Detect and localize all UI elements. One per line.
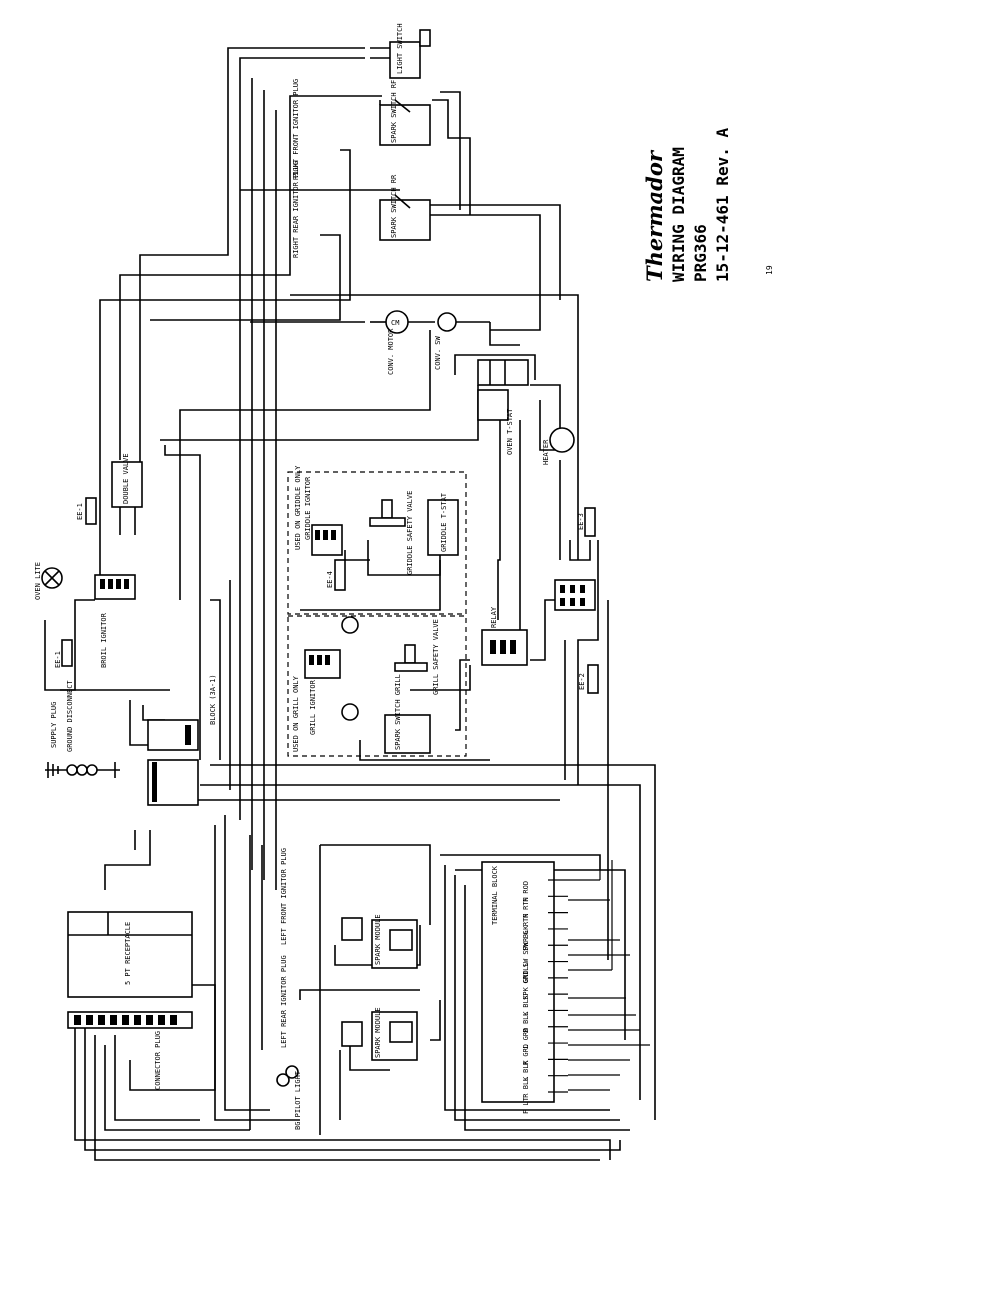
terminal-row-label: G RTN xyxy=(522,914,530,935)
light-switch: LIGHT SWITCH xyxy=(370,23,431,79)
light-switch-label: LIGHT SWITCH xyxy=(396,23,404,74)
terminal-row-label: L GRD xyxy=(522,1028,530,1049)
ee-4-label: EE-4 xyxy=(326,571,334,588)
spark-switch-rr: SPARK SWITCH RR xyxy=(379,174,431,241)
connector-label: CONNECTOR PLUG xyxy=(154,1031,162,1090)
terminal-strip-header: TERMINAL BLOCK xyxy=(491,865,499,925)
terminal-row-label: R BLK xyxy=(522,1076,530,1098)
spark-switch-rf: SPARK SWITCH RF xyxy=(379,80,431,146)
terminal-row-label: L BLK xyxy=(522,1060,530,1082)
spark-switch-rf-label: SPARK SWITCH RF xyxy=(390,80,398,143)
relay-label: RELAY xyxy=(490,606,498,628)
ee-1-element: EE-1 EE-1 xyxy=(54,497,97,668)
terminal-row-label: R GRD xyxy=(522,1044,530,1065)
oven-lite-label: OVEN LITE xyxy=(34,562,42,600)
oven-lite: OVEN LITE xyxy=(34,562,63,600)
heater: HEATER xyxy=(542,427,575,465)
terminal-row-label: L BLK xyxy=(522,994,530,1016)
ground-label: GROUND DISCONNECT xyxy=(66,680,74,752)
terminal-row-label: SPK GND xyxy=(522,970,530,1000)
grill-option: USED ON GRILL ONLY GRILL IGNITOR GRILL S… xyxy=(287,615,467,757)
terminal-row-label: SW SPKR xyxy=(522,937,530,967)
wire-runs xyxy=(44,47,656,1161)
terminal-row-label: F RTN xyxy=(522,897,530,918)
spark-switch-grill-label: SPARK SWITCH GRILL xyxy=(394,674,402,750)
spark-module-lower-label: SPARK MODULE xyxy=(374,1007,382,1058)
griddle-t-stat-label: GRIDDLE T-STAT xyxy=(440,492,448,552)
left-rear-ignitor-label: LEFT REAR IGNITOR PLUG xyxy=(280,955,288,1048)
ee-1-upper-label: EE-1 xyxy=(76,503,84,520)
double-valve: DOUBLE VALVE xyxy=(111,453,143,535)
brand-logo: Thermador xyxy=(642,149,667,282)
ee-3-element: EE-3 xyxy=(577,507,596,537)
page-number: 19 xyxy=(765,265,774,275)
grill-ignitor-label: GRILL IGNITOR xyxy=(309,679,317,735)
oven-t-stat-label: OVEN T-STAT xyxy=(506,408,514,455)
model-number: PRG366 xyxy=(691,224,710,282)
double-valve-label: DOUBLE VALVE xyxy=(122,453,130,504)
oven-t-stat: OVEN T-STAT xyxy=(477,359,529,455)
terminal-row-label: R BLK xyxy=(522,1011,530,1033)
module-label: 5 PT RECEPTACLE xyxy=(124,922,132,985)
right-front-ignitor-label: RIGHT FRONT IGNITOR PLUG xyxy=(292,79,300,180)
right-connector xyxy=(554,579,596,611)
terminal-row-label: F ROD xyxy=(522,881,530,902)
griddle-option: USED ON GRIDDLE ONLY GRIDDLE IGNITOR GRI… xyxy=(287,465,467,615)
part-number: 15-12-461 Rev. A xyxy=(713,128,732,282)
terminal-row-label: F LT xyxy=(522,1096,530,1114)
grill-safety-valve-label: GRILL SAFETY VALVE xyxy=(432,619,440,695)
supply-plug-label: SUPPLY PLUG xyxy=(50,702,58,748)
ee-1-lower-label: EE-1 xyxy=(54,651,62,668)
ee-2-label: EE-2 xyxy=(578,673,586,690)
terminal-row-label: GRILL xyxy=(522,962,530,983)
block-label: BLOCK (3A-1) xyxy=(209,674,217,725)
relay: RELAY xyxy=(481,606,528,666)
grill-box-title: USED ON GRILL ONLY xyxy=(292,675,300,752)
griddle-box-title: USED ON GRIDDLE ONLY xyxy=(294,465,302,550)
receptacle-module: 5 PT RECEPTACLE CONNECTOR PLUG xyxy=(67,911,193,1090)
terminal-block-3a1: BLOCK (3A-1) xyxy=(147,674,217,806)
diagram-title: WIRING DIAGRAM xyxy=(669,147,688,282)
ee-3-label: EE-3 xyxy=(577,513,585,530)
ee-2-element: EE-2 xyxy=(578,664,599,694)
spark-module-upper-label: SPARK MODULE xyxy=(374,914,382,965)
svg-text:CM: CM xyxy=(391,319,399,327)
spark-switch-rr-label: SPARK SWITCH RR xyxy=(390,174,398,238)
griddle-ignitor-label: GRIDDLE IGNITOR xyxy=(304,476,312,540)
broil-ignitor: BROIL IGNITOR xyxy=(94,574,136,668)
griddle-safety-valve-label: GRIDDLE SAFETY VALVE xyxy=(406,491,414,575)
supply-plug: SUPPLY PLUG GROUND DISCONNECT xyxy=(45,680,120,778)
pilot-light-label: BG PILOT LIGHT xyxy=(294,1070,302,1130)
conv-sw-label: CONV. SW xyxy=(434,335,442,370)
title-block: Thermador WIRING DIAGRAM PRG366 15-12-46… xyxy=(642,128,774,282)
pilot-light: BG PILOT LIGHT xyxy=(276,1065,302,1130)
conv-motor-label: CONV. MOTOR xyxy=(387,328,395,375)
spark-module-lower: SPARK MODULE xyxy=(341,1007,418,1061)
right-rear-ignitor-label: RIGHT REAR IGNITOR PLUG xyxy=(292,161,300,258)
terminal-row-label: SW BLK xyxy=(522,925,530,951)
conv-motor: CM CONV. MOTOR xyxy=(370,310,435,375)
conv-switch: CONV. SW xyxy=(434,312,520,370)
spark-module-upper: SPARK MODULE xyxy=(341,914,418,969)
heater-label: HEATER xyxy=(542,439,550,465)
left-front-ignitor-label: LEFT FRONT IGNITOR PLUG xyxy=(280,848,288,945)
broil-ignitor-label: BROIL IGNITOR xyxy=(100,612,108,668)
